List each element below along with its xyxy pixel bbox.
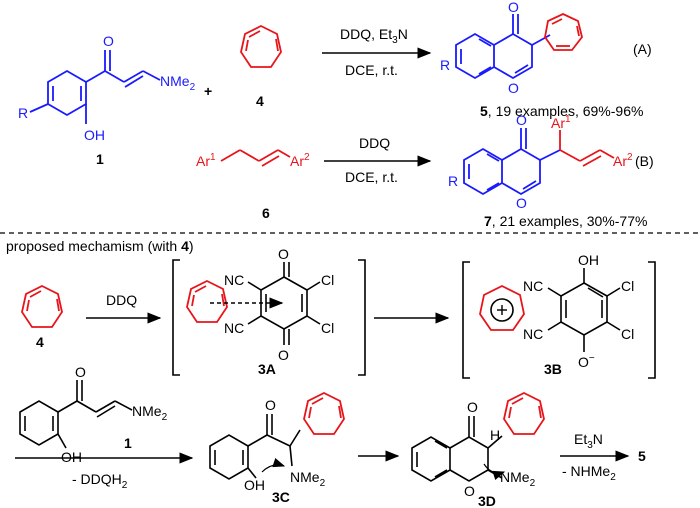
3a-o-top: O — [278, 246, 289, 262]
isoflavone-ring-o: O — [508, 80, 519, 96]
intermediate-3d-cycloheptatriene — [503, 391, 545, 435]
isoflavone-r-label: R — [440, 57, 450, 73]
isoflavone-7-structure — [463, 128, 561, 196]
3b-cl-bottom: Cl — [621, 326, 634, 342]
reaction-b-tag: (B) — [635, 153, 654, 169]
reaction-a-reagents: DDQ, Et3N — [340, 26, 408, 46]
reactant-6-structure — [220, 149, 291, 167]
complex-3a-ddq — [247, 262, 321, 345]
intermediate-3c-cycloheptatriene — [303, 391, 345, 435]
3c-cyclization-arrow — [261, 458, 286, 473]
intermediate-3c-structure — [209, 414, 301, 480]
compound-4-label: 4 — [256, 93, 264, 109]
mech-enaminone-1 — [19, 380, 133, 449]
isoflavone-7-carbonyl-o: O — [516, 112, 527, 128]
3a-cl-bottom: Cl — [321, 320, 334, 336]
complex-3b-label: 3B — [544, 361, 562, 377]
3d-elimination-arrow — [483, 463, 506, 480]
carbonyl-o-label: O — [103, 33, 114, 49]
reaction-b-conditions: DCE, r.t. — [345, 169, 398, 185]
mech-product-5-label: 5 — [638, 448, 646, 464]
isoflavone-7-r-label: R — [448, 173, 458, 189]
product-7-allyl-chain — [559, 130, 615, 167]
mech-ddq-label: DDQ — [106, 292, 137, 308]
3d-nme2: NMe2 — [500, 469, 536, 489]
isoflavone-carbonyl-o: O — [508, 0, 519, 15]
complex-3a-label: 3A — [258, 361, 276, 377]
product-7-ar2: Ar2 — [613, 152, 633, 169]
mech-compound-1-label: 1 — [124, 435, 132, 451]
product-7-ar1: Ar1 — [551, 114, 571, 131]
reaction-a-conditions: DCE, r.t. — [345, 62, 398, 78]
mech-nhme2-label: - NHMe2 — [562, 463, 616, 483]
3b-cl-top: Cl — [621, 278, 634, 294]
bracket-3b-right — [648, 261, 656, 379]
mech-compound-4-label: 4 — [36, 334, 44, 350]
reactant-6-ar2: Ar2 — [290, 152, 310, 169]
intermediate-3c-label: 3C — [272, 489, 290, 505]
bracket-3a-left — [172, 259, 180, 376]
reaction-a-tag: (A) — [633, 41, 652, 57]
nme2-label: NMe2 — [160, 73, 196, 93]
mech-1-o: O — [75, 364, 86, 380]
cycloheptatriene-4-structure — [240, 24, 282, 68]
compound-6-label: 6 — [262, 205, 270, 221]
3d-o-carbonyl: O — [467, 399, 478, 415]
3a-o-bottom: O — [278, 347, 289, 363]
reaction-b-reagents: DDQ — [359, 135, 390, 151]
compound-1-label: 1 — [96, 151, 104, 167]
3b-nc-bottom: NC — [523, 326, 543, 342]
complex-3a-tropylidene — [186, 279, 228, 323]
mech-ddqh2-label: - DDQH2 — [72, 471, 128, 491]
3c-nme2: NMe2 — [290, 469, 326, 489]
mech-1-nme2: NMe2 — [132, 403, 168, 423]
bracket-3b-left — [462, 261, 470, 379]
3a-cl-top: Cl — [321, 272, 334, 288]
3c-o: O — [265, 397, 276, 413]
bracket-3a-right — [358, 259, 366, 376]
3a-nc-bottom: NC — [224, 320, 244, 336]
isoflavone-7-ring-o: O — [516, 195, 527, 211]
isoflavone-cycloheptatriene — [544, 13, 583, 51]
reaction-b-product-summary: 7, 21 examples, 30%-77% — [484, 213, 647, 229]
r-substituent-label: R — [18, 105, 28, 121]
mech-cycloheptatriene-4 — [21, 284, 63, 328]
3d-o-ring: O — [464, 483, 475, 499]
3b-nc-top: NC — [523, 278, 543, 294]
3b-oh: OH — [578, 252, 599, 268]
mechanism-heading: proposed mechamism (with 4) — [6, 238, 194, 254]
mech-et3n-label: Et3N — [574, 431, 603, 451]
oh-label: OH — [84, 127, 105, 143]
3d-h: H — [490, 427, 500, 443]
3b-o-minus: O− — [578, 353, 595, 370]
intermediate-3d-label: 3D — [478, 493, 496, 508]
reactant-1-structure — [29, 50, 161, 124]
3c-oh: OH — [244, 477, 265, 493]
intermediate-3d-structure — [411, 416, 503, 482]
mech-1-oh: OH — [61, 449, 82, 465]
reaction-a-product-summary: 5, 19 examples, 69%-96% — [480, 103, 643, 119]
3a-nc-top: NC — [224, 272, 244, 288]
plus-sign: + — [204, 83, 212, 99]
isoflavone-5-structure — [455, 14, 551, 80]
ddq-semiquinone-3b — [547, 268, 621, 352]
tropylium-cation — [479, 284, 525, 331]
reactant-6-ar1: Ar1 — [196, 152, 216, 169]
